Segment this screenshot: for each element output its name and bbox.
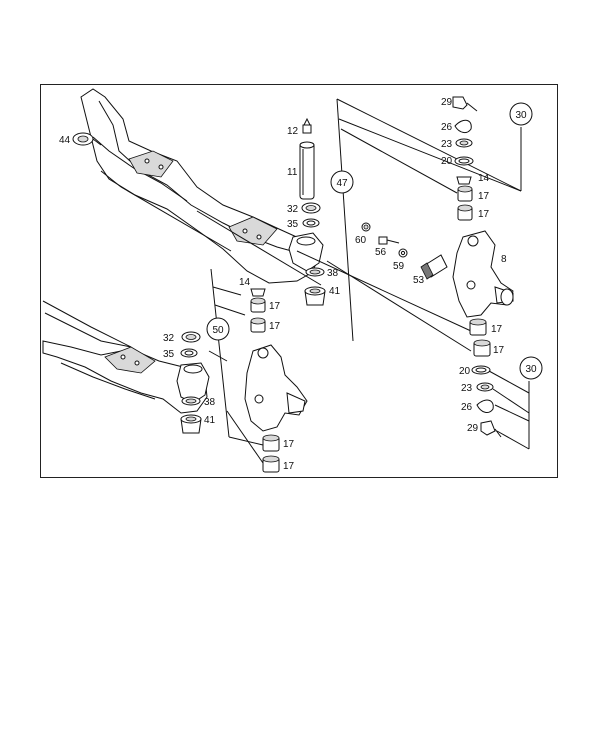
label-17-right-b: 17	[493, 345, 505, 356]
label-20-upper: 20	[441, 156, 453, 167]
label-17-middle-b: 17	[269, 321, 281, 332]
label-35-upper: 35	[287, 219, 299, 230]
label-26-lower: 26	[461, 402, 473, 413]
label-17-lower-b: 17	[283, 461, 295, 472]
part-38-shim-lower	[181, 396, 201, 406]
label-41-lower: 41	[204, 415, 216, 426]
label-17-lower-a: 17	[283, 439, 295, 450]
part-8-steering-knuckle	[452, 230, 514, 318]
part-41-bushing-lower	[180, 414, 202, 434]
label-17-upper-b: 17	[478, 209, 490, 220]
part-35-washer-upper	[302, 218, 320, 228]
label-35-lower: 35	[163, 349, 175, 360]
callout-50-text: 50	[212, 325, 224, 336]
label-44: 44	[59, 135, 71, 146]
label-17-upper-a: 17	[478, 191, 490, 202]
callout-47-text: 47	[336, 178, 348, 189]
part-59-washer	[398, 248, 408, 258]
part-44-bushing	[72, 132, 102, 146]
label-29-upper: 29	[441, 97, 453, 108]
label-12: 12	[287, 126, 299, 137]
lower-bearings	[262, 434, 280, 473]
label-32-upper: 32	[287, 204, 299, 215]
part-12-grease-nipple	[302, 117, 312, 134]
label-20-lower: 20	[459, 366, 471, 377]
callout-30-lower: 30	[519, 356, 543, 380]
callout-30-upper: 30	[509, 102, 533, 126]
right-middle-bearings	[469, 318, 491, 357]
part-38-shim-upper	[305, 267, 325, 277]
diagram-frame: 47 50 30 30 44 12 11 32 35 60 56 59 53 8…	[40, 84, 558, 478]
label-29-lower: 29	[467, 423, 479, 434]
middle-stack	[250, 288, 266, 333]
lower-axle-beam	[42, 300, 210, 414]
label-11: 11	[287, 167, 298, 178]
label-17-right-a: 17	[491, 324, 503, 335]
part-41-bushing-upper	[304, 286, 326, 306]
part-labels: 44 12 11 32 35 60 56 59 53 8 38 41 14 17…	[59, 97, 507, 472]
part-56-bolt	[378, 236, 400, 245]
part-60-nut	[361, 222, 371, 232]
label-14-middle: 14	[239, 277, 251, 288]
label-23-lower: 23	[461, 383, 473, 394]
callout-30-lower-text: 30	[525, 364, 537, 375]
part-53-spindle-pin	[420, 254, 448, 280]
lower-steering-knuckle	[244, 344, 308, 432]
callout-30-upper-text: 30	[515, 110, 527, 121]
part-32-seal-lower	[181, 331, 201, 343]
label-56: 56	[375, 247, 387, 258]
label-53: 53	[413, 275, 425, 286]
callout-50-leaders	[208, 268, 264, 464]
part-35-washer-lower	[180, 348, 198, 358]
exploded-parts-diagram: 47 50 30 30 44 12 11 32 35 60 56 59 53 8…	[42, 88, 543, 473]
lower-right-stack	[471, 365, 530, 450]
upper-right-stack	[452, 96, 478, 221]
label-59: 59	[393, 261, 405, 272]
label-41-upper: 41	[329, 286, 341, 297]
part-32-seal-upper	[301, 202, 321, 214]
label-38-upper: 38	[327, 268, 339, 279]
part-11-king-pin	[299, 141, 315, 200]
callout-47: 47	[330, 170, 354, 194]
callout-47-leaders	[296, 98, 522, 352]
label-17-middle-a: 17	[269, 301, 281, 312]
upper-axle-beam	[80, 88, 324, 286]
label-14-upper: 14	[478, 173, 490, 184]
label-26-upper: 26	[441, 122, 453, 133]
callout-50: 50	[206, 317, 230, 341]
label-38-lower: 38	[204, 397, 216, 408]
label-32-lower: 32	[163, 333, 175, 344]
label-60: 60	[355, 235, 367, 246]
label-8: 8	[501, 254, 507, 265]
label-23-upper: 23	[441, 139, 453, 150]
